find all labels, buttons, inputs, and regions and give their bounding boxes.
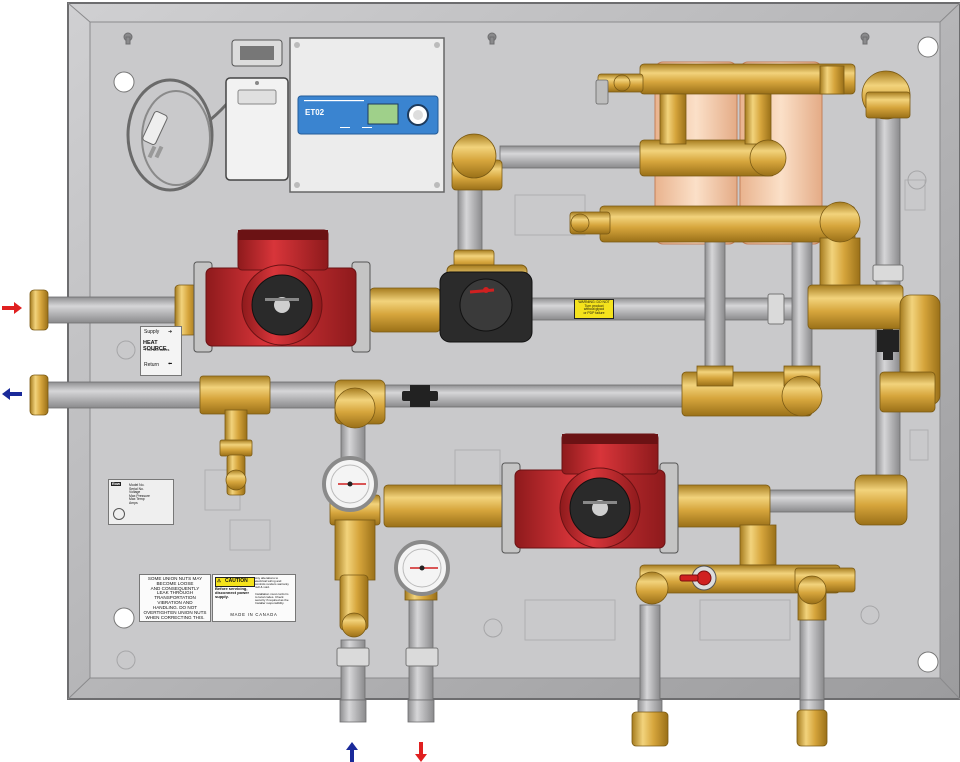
- warning-tag-text: WARNING: DO NOT Turn product without gly…: [578, 300, 610, 315]
- controller-unit: [289, 37, 445, 193]
- caution-label: ⚠ CAUTION Before servicing, disconnect p…: [212, 574, 296, 622]
- controller-model-label: ET02: [305, 108, 325, 117]
- mounting-holes: [123, 32, 870, 45]
- made-in-label: MADE IN CANADA: [230, 612, 278, 617]
- nameplate-brand: flow: [111, 481, 121, 487]
- heat-source-tag: Supply ➜ HEAT SOURCE / not tied valves R…: [140, 326, 182, 376]
- heat-source-title: HEAT SOURCE: [143, 340, 167, 352]
- nameplate-lines: Model No. Serial No. Voltage Max Pressur…: [129, 483, 150, 505]
- temperature-gauge-left: [322, 456, 378, 512]
- nameplate: flow Model No. Serial No. Voltage Max Pr…: [108, 479, 174, 525]
- caution-left-text: Before servicing, disconnect power suppl…: [215, 586, 250, 600]
- certification-icon: [113, 508, 125, 520]
- warning-triangle-icon: ⚠: [217, 578, 222, 583]
- primary-circulator-pump: [193, 229, 371, 353]
- union-nut-notice-text: SOME UNION NUTS MAY BECOME LOOSE AND CON…: [143, 576, 207, 620]
- ball-valve-handle[interactable]: [679, 565, 717, 591]
- union-nut-notice: SOME UNION NUTS MAY BECOME LOOSE AND CON…: [139, 574, 211, 622]
- caution-banner: ⚠ CAUTION: [215, 577, 255, 587]
- controller-lcd: [367, 103, 399, 125]
- heat-source-supply: Supply: [144, 329, 160, 335]
- brass-fittings: [29, 63, 941, 747]
- power-cord: [126, 78, 232, 192]
- caution-title: CAUTION: [225, 578, 248, 584]
- panel-round-holes: [113, 36, 939, 673]
- mixing-valve-actuator: [439, 264, 533, 343]
- temperature-gauge-right: [394, 540, 450, 596]
- junction-box: [225, 39, 289, 181]
- arrow-right-icon: ➜: [168, 329, 173, 335]
- arrow-left-icon: ⬅: [168, 361, 173, 367]
- caution-right-text: Any alterations to electrical wiring and…: [255, 576, 289, 606]
- heat-source-subtitle: / not tied valves: [145, 348, 170, 352]
- pipe-clips: [402, 322, 899, 407]
- heat-source-return: Return: [144, 362, 160, 368]
- warning-tag: WARNING: DO NOT Turn product without gly…: [574, 299, 614, 319]
- secondary-circulator-pump: [501, 433, 679, 554]
